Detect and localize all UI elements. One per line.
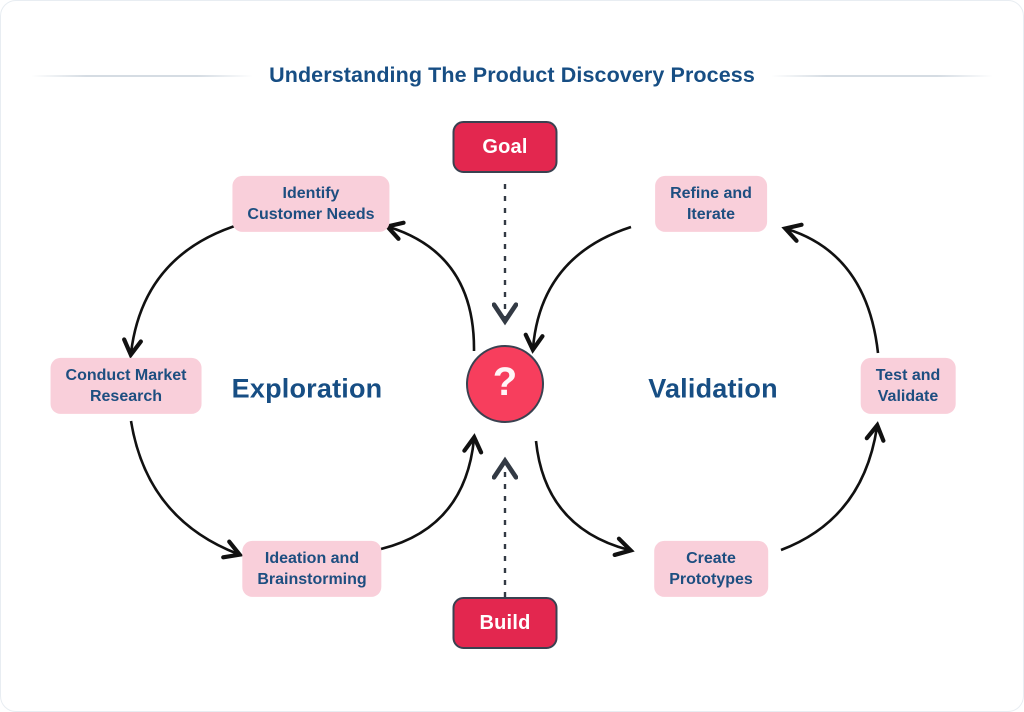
title-rule-right — [770, 74, 993, 77]
goal-label: Goal — [482, 135, 528, 158]
title-rule-left — [31, 74, 254, 77]
arrow-conduct-to-ideation — [129, 420, 244, 560]
arrow-ideation-to-center — [380, 433, 484, 551]
step-label-line: Create — [686, 549, 736, 567]
question-mark: ? — [492, 359, 518, 404]
arrow-create-to-test — [780, 421, 886, 552]
step-label-line: Customer Needs — [247, 206, 375, 223]
step-label-line: Research — [89, 388, 163, 405]
arrow-test-to-refine — [781, 222, 880, 354]
arrow-center-to-identify — [383, 220, 476, 352]
page-title: Understanding The Product Discovery Proc… — [269, 63, 755, 87]
arrow-refine-to-center — [523, 225, 632, 354]
step-identify-customer-needs: Identify Customer Needs — [232, 175, 390, 233]
step-label-line: Test and — [875, 366, 941, 384]
question-circle: ? — [466, 345, 544, 423]
step-label-line: Prototypes — [669, 571, 753, 588]
title-row: Understanding The Product Discovery Proc… — [1, 63, 1023, 88]
step-label-line: Identify — [282, 184, 340, 202]
arrow-center-to-create — [534, 440, 635, 558]
step-conduct-market-research: Conduct Market Research — [50, 357, 202, 415]
step-label-line: Brainstorming — [257, 571, 367, 588]
step-label-line: Refine and — [670, 184, 752, 202]
build-label: Build — [479, 611, 531, 634]
validation-loop-label: Validation — [648, 373, 778, 404]
step-create-prototypes: Create Prototypes — [654, 540, 768, 598]
step-refine-and-iterate: Refine and Iterate — [655, 175, 767, 233]
step-label-line: Iterate — [686, 206, 736, 223]
build-node: Build — [452, 597, 558, 649]
step-label-line: Ideation and — [264, 549, 360, 567]
step-label-line: Validate — [877, 388, 939, 405]
step-ideation-and-brainstorming: Ideation and Brainstorming — [242, 540, 382, 598]
goal-node: Goal — [452, 121, 558, 173]
step-label-line: Conduct Market — [65, 366, 187, 384]
exploration-loop-label: Exploration — [231, 373, 383, 404]
arrow-identify-to-conduct — [122, 222, 242, 359]
step-test-and-validate: Test and Validate — [860, 357, 956, 415]
